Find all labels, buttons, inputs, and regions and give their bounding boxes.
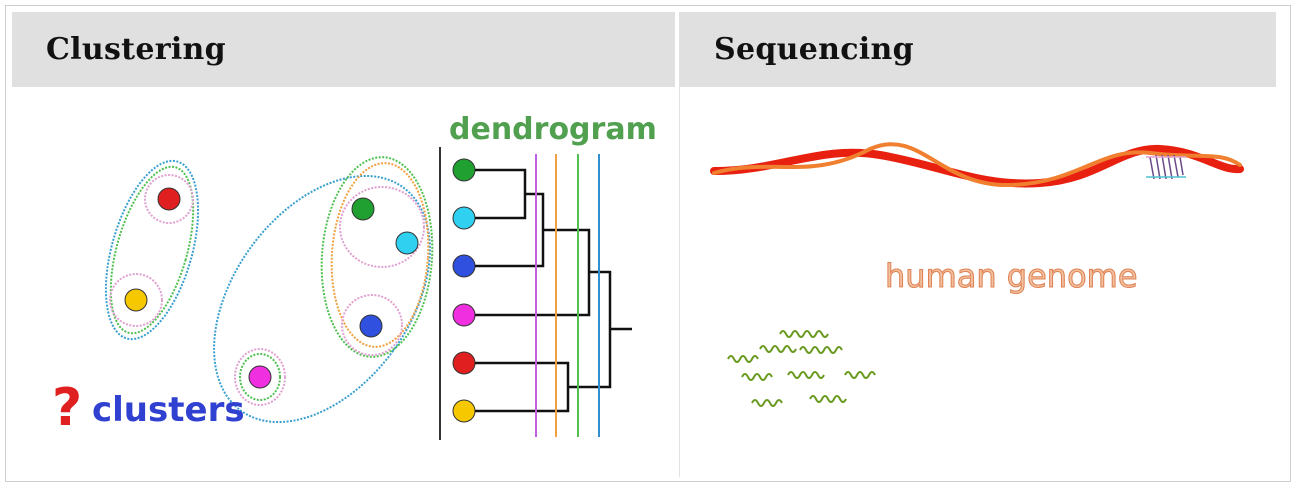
cluster-ellipse-magenta [234, 348, 286, 406]
genome-label: human genome [885, 257, 1138, 295]
branch-gcb-magenta [475, 228, 591, 317]
cut-lines [535, 154, 600, 437]
sequencing-diagram: human genome [710, 142, 1244, 407]
read-9 [809, 395, 847, 403]
cluster-ellipse-magenta-outer [239, 353, 281, 401]
cluster-ellipse-green-group [320, 156, 434, 358]
branch-red-yellow [475, 361, 570, 413]
leaf-magenta [452, 303, 476, 327]
cluster-ellipse-yellow [109, 273, 163, 327]
dna-ladder-icon [1146, 154, 1186, 180]
leaf-cyan [452, 206, 476, 230]
genome-strand-thin [712, 142, 1242, 188]
read-3 [759, 345, 797, 353]
leaf-blue [452, 254, 476, 278]
dendrogram-label: dendrogram [449, 112, 657, 147]
sequencing-header: Sequencing [679, 12, 1276, 87]
cluster-ellipse-outer-left-green [109, 165, 195, 335]
panel-divider [679, 87, 680, 477]
leaf-green [452, 158, 476, 182]
read-1 [779, 330, 829, 338]
dendrogram-leaves [452, 158, 476, 423]
clustering-diagram: ? clusters dendrogram [52, 112, 657, 440]
read-5 [741, 373, 773, 381]
dendrogram-branches [475, 168, 632, 413]
clustering-header: Clustering [12, 12, 675, 87]
sequencing-title: Sequencing [714, 32, 914, 67]
cluster-ellipse-blue-point [341, 294, 403, 356]
clusters-label: clusters [92, 390, 245, 430]
branch-green-cyan [475, 168, 527, 220]
point-cyan [395, 231, 419, 255]
sequencing-reads [727, 330, 876, 407]
read-7 [844, 371, 876, 379]
question-mark: ? [52, 378, 82, 438]
leaf-yellow [452, 399, 476, 423]
read-8 [751, 399, 783, 407]
clustering-panel: ? clusters dendrogram [12, 87, 675, 477]
data-points [124, 187, 419, 389]
point-red [157, 187, 181, 211]
read-6 [787, 371, 825, 379]
cluster-ellipse-red [144, 174, 194, 224]
read-4 [799, 346, 843, 354]
clustering-title: Clustering [46, 32, 226, 67]
read-2 [727, 355, 759, 363]
point-magenta [248, 365, 272, 389]
branch-gc-blue [475, 192, 545, 268]
leaf-red [452, 351, 476, 375]
point-blue [359, 314, 383, 338]
point-green [351, 197, 375, 221]
point-yellow [124, 288, 148, 312]
sequencing-panel: human genome [680, 87, 1276, 477]
cluster-ellipse-top-pair [339, 186, 425, 268]
